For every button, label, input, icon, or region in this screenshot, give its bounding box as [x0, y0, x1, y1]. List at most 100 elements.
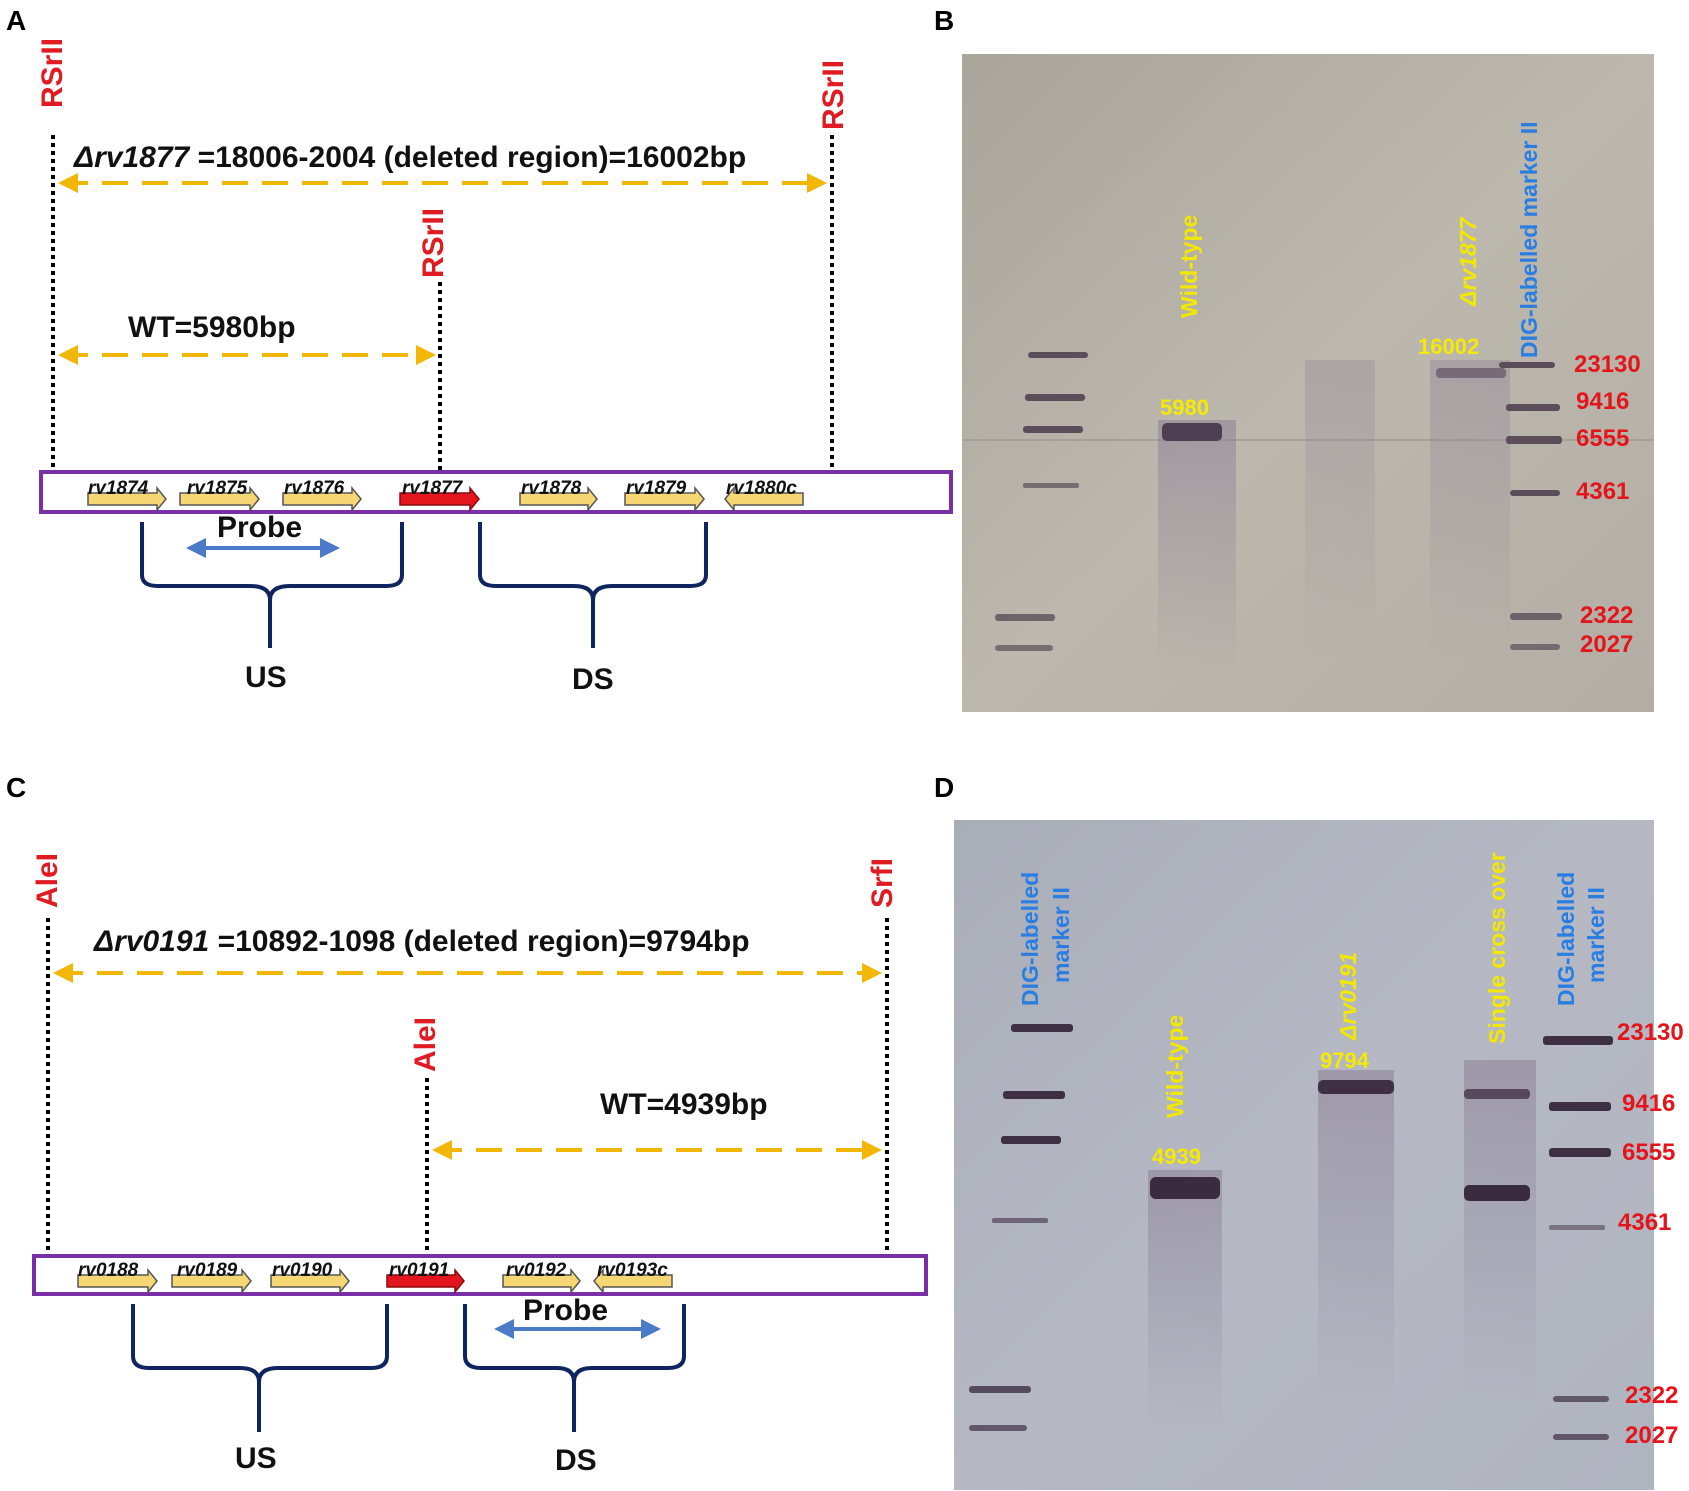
downstream-brace — [478, 522, 708, 648]
panel-d: D DIG-labelled mar — [934, 772, 1684, 1490]
marker-size: 23130 — [1574, 351, 1641, 378]
marker-size: 9416 — [1576, 388, 1629, 415]
marker-band — [995, 645, 1053, 651]
deleted-gene-arrow — [386, 1267, 465, 1295]
marker-size: 6555 — [1576, 425, 1629, 452]
deletion-size: =18006-2004 (deleted region)=16002bp — [189, 141, 746, 174]
ds-label: DS — [555, 1444, 597, 1477]
marker-size: 6555 — [1622, 1139, 1675, 1166]
ds-label: DS — [572, 663, 614, 696]
lane-label-marker-right-line1: DIG-labelled — [1553, 872, 1579, 1006]
lane-label-wild-type: Wild-type — [1176, 215, 1202, 318]
deletion-text: Δrv0191 =10892-1098 (deleted region)=979… — [93, 925, 750, 958]
band-label-mutant: 16002 — [1418, 334, 1479, 359]
lane-label-marker-right-line2: marker II — [1583, 887, 1609, 983]
marker-band — [992, 1218, 1048, 1223]
marker-ladder-right — [1543, 1036, 1613, 1440]
single-cross-band-upper — [1464, 1089, 1530, 1099]
gene-label: rv1879 — [626, 478, 687, 499]
marker-band — [1506, 404, 1560, 411]
marker-size: 2322 — [1625, 1382, 1678, 1409]
gene-label: rv0189 — [177, 1260, 238, 1281]
marker-band — [1001, 1136, 1061, 1144]
deletion-text: Δrv1877 =18006-2004 (deleted region)=160… — [73, 141, 746, 174]
panel-a: A RSrII RSrII RSrII Δrv1877 =18006-2004 … — [6, 5, 953, 696]
lane-label-single-cross: Single cross over — [1484, 852, 1510, 1044]
marker-band — [1549, 1225, 1605, 1230]
gene-arrow — [282, 485, 362, 513]
mutant-band — [1436, 368, 1506, 378]
gene-label: rv1876 — [284, 478, 345, 499]
gene-arrow — [502, 1267, 581, 1295]
deleted-gene-arrow — [399, 485, 480, 513]
marker-band — [969, 1386, 1031, 1393]
gene-label: rv0192 — [506, 1260, 567, 1281]
gene-arrow — [593, 1267, 673, 1295]
lane-label-wild-type: Wild-type — [1162, 1015, 1188, 1118]
gel-image-d — [954, 820, 1654, 1490]
gene-label: rv1880c — [726, 478, 797, 499]
site-middle-label: RSrII — [417, 208, 450, 278]
wild-type-band — [1150, 1177, 1220, 1199]
deleted-gene-name: Δrv0191 — [93, 925, 209, 958]
marker-band — [969, 1425, 1027, 1431]
lane-label-mutant: Δrv0191 — [1335, 952, 1361, 1041]
lane-smear — [1430, 360, 1510, 660]
gene-arrow — [87, 485, 167, 513]
marker-band — [1011, 1024, 1073, 1032]
marker-band — [1023, 426, 1083, 433]
gene-arrow — [171, 1267, 252, 1295]
lane-label-marker: DIG-labelled marker II — [1516, 122, 1542, 358]
mutant-band — [1318, 1080, 1394, 1094]
marker-band — [1549, 1148, 1611, 1157]
marker-size: 23130 — [1617, 1019, 1684, 1046]
upstream-brace — [140, 522, 404, 648]
marker-band — [1510, 613, 1562, 620]
gene-arrow — [77, 1267, 158, 1295]
probe-label: Probe — [523, 1294, 608, 1327]
marker-band — [1549, 1102, 1611, 1111]
marker-band — [1003, 1091, 1065, 1099]
lane-smear — [1318, 1070, 1394, 1410]
marker-band — [1028, 352, 1088, 358]
marker-band — [1553, 1434, 1609, 1440]
marker-band — [1025, 394, 1085, 401]
marker-ladder-left — [995, 352, 1088, 651]
gene-label: rv0191 — [389, 1260, 449, 1281]
panel-c: C AleI AleI SrfI Δrv0191 =10892-1098 (de… — [6, 772, 928, 1477]
panel-c-label: C — [6, 772, 26, 803]
lane-smear — [1464, 1060, 1536, 1400]
gene-arrows: rv0188 rv0189 rv0190 rv0191 rv0192 rv019… — [77, 1260, 673, 1295]
panel-b: B Wild-type Δrv1877 — [934, 5, 1654, 712]
marker-band — [1543, 1036, 1613, 1045]
gene-arrow — [270, 1267, 350, 1295]
marker-size: 2027 — [1625, 1422, 1678, 1449]
genome-map-bar — [32, 1254, 928, 1296]
marker-size: 2027 — [1580, 631, 1633, 658]
marker-ladder-left — [969, 1024, 1073, 1431]
site-left-label: AleI — [31, 853, 64, 908]
panel-d-label: D — [934, 772, 954, 803]
lane-label-marker-left-line1: DIG-labelled — [1017, 872, 1043, 1006]
lane-smear — [1158, 420, 1236, 680]
single-cross-band-lower — [1464, 1185, 1530, 1201]
marker-size: 9416 — [1622, 1090, 1675, 1117]
panel-b-label: B — [934, 5, 954, 36]
probe-label: Probe — [217, 511, 302, 544]
gene-label: rv1877 — [402, 478, 464, 499]
gene-arrow — [519, 485, 598, 513]
marker-size: 4361 — [1618, 1209, 1671, 1236]
marker-band — [1553, 1396, 1609, 1402]
marker-band — [1499, 362, 1555, 368]
lane-smear — [1305, 360, 1375, 660]
gene-label: rv0193c — [597, 1260, 668, 1281]
wt-fragment-label: WT=5980bp — [128, 311, 296, 344]
wt-fragment-label: WT=4939bp — [600, 1088, 768, 1121]
upstream-brace — [131, 1304, 389, 1432]
marker-size: 4361 — [1576, 478, 1629, 505]
genome-map-bar — [39, 470, 953, 514]
marker-band — [995, 614, 1055, 621]
gene-arrows: rv1874 rv1875 rv1876 rv1877 rv1878 rv187… — [87, 478, 804, 513]
marker-ladder-right — [1499, 362, 1562, 650]
